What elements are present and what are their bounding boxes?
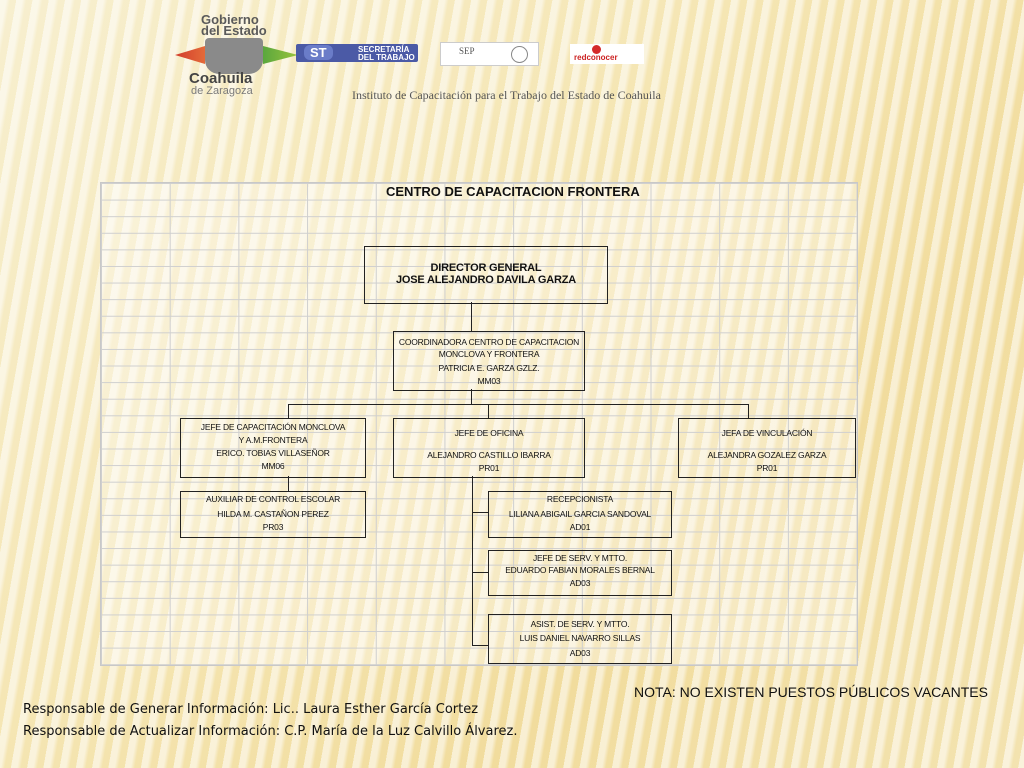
box-jefa-vinculacion: JEFA DE VINCULACIÓN ALEJANDRA GOZALEZ GA… bbox=[678, 418, 856, 478]
connector-to-recep bbox=[472, 512, 488, 513]
seal-icon bbox=[511, 46, 528, 63]
box-jefe-capacitacion: JEFE DE CAPACITACIÓN MONCLOVA Y A.M.FRON… bbox=[180, 418, 366, 478]
connector-director-coord bbox=[471, 302, 472, 332]
connector-ofi-vertical bbox=[472, 476, 473, 646]
connector-coord-down bbox=[471, 389, 472, 404]
connector-to-jefe-serv bbox=[472, 572, 488, 573]
connector-to-jefa-vin bbox=[748, 404, 749, 418]
logo-wing-left bbox=[175, 46, 205, 64]
nota-vacantes: NOTA: NO EXISTEN PUESTOS PÚBLICOS VACANT… bbox=[634, 684, 988, 700]
conocer-dot-icon bbox=[592, 45, 601, 54]
conocer-logo: redconocer bbox=[570, 44, 644, 64]
box-director-general: DIRECTOR GENERAL JOSE ALEJANDRO DAVILA G… bbox=[364, 246, 608, 304]
connector-to-aux bbox=[288, 476, 289, 491]
coat-of-arms-icon bbox=[205, 38, 263, 74]
logo-wing-right bbox=[263, 46, 298, 64]
connector-to-jefe-ofi bbox=[488, 404, 489, 418]
connector-to-jefe-cap bbox=[288, 404, 289, 418]
connector-horizontal bbox=[288, 404, 748, 405]
gob-sub: de Zaragoza bbox=[191, 85, 253, 97]
responsable-actualizar: Responsable de Actualizar Información: C… bbox=[23, 724, 518, 739]
box-jefe-serv-mtto: JEFE DE SERV. Y MTTO. EDUARDO FABIAN MOR… bbox=[488, 550, 672, 596]
box-jefe-oficina: JEFE DE OFICINA ALEJANDRO CASTILLO IBARR… bbox=[393, 418, 585, 478]
sep-logo: SEP bbox=[440, 42, 539, 66]
connector-to-asist bbox=[472, 645, 488, 646]
institute-name: Instituto de Capacitación para el Trabaj… bbox=[352, 88, 661, 102]
box-coordinadora: COORDINADORA CENTRO DE CAPACITACION MONC… bbox=[393, 331, 585, 391]
responsable-generar: Responsable de Generar Información: Lic.… bbox=[23, 702, 479, 717]
gob-name: Coahuila bbox=[189, 70, 253, 87]
box-recepcionista: RECEPCIONISTA LILIANA ABIGAIL GARCIA SAN… bbox=[488, 491, 672, 538]
chart-title: CENTRO DE CAPACITACION FRONTERA bbox=[386, 184, 640, 199]
box-asist-serv-mtto: ASIST. DE SERV. Y MTTO. LUIS DANIEL NAVA… bbox=[488, 614, 672, 664]
chart-grid bbox=[100, 182, 858, 666]
box-auxiliar-control-escolar: AUXILIAR DE CONTROL ESCOLAR HILDA M. CAS… bbox=[180, 491, 366, 538]
